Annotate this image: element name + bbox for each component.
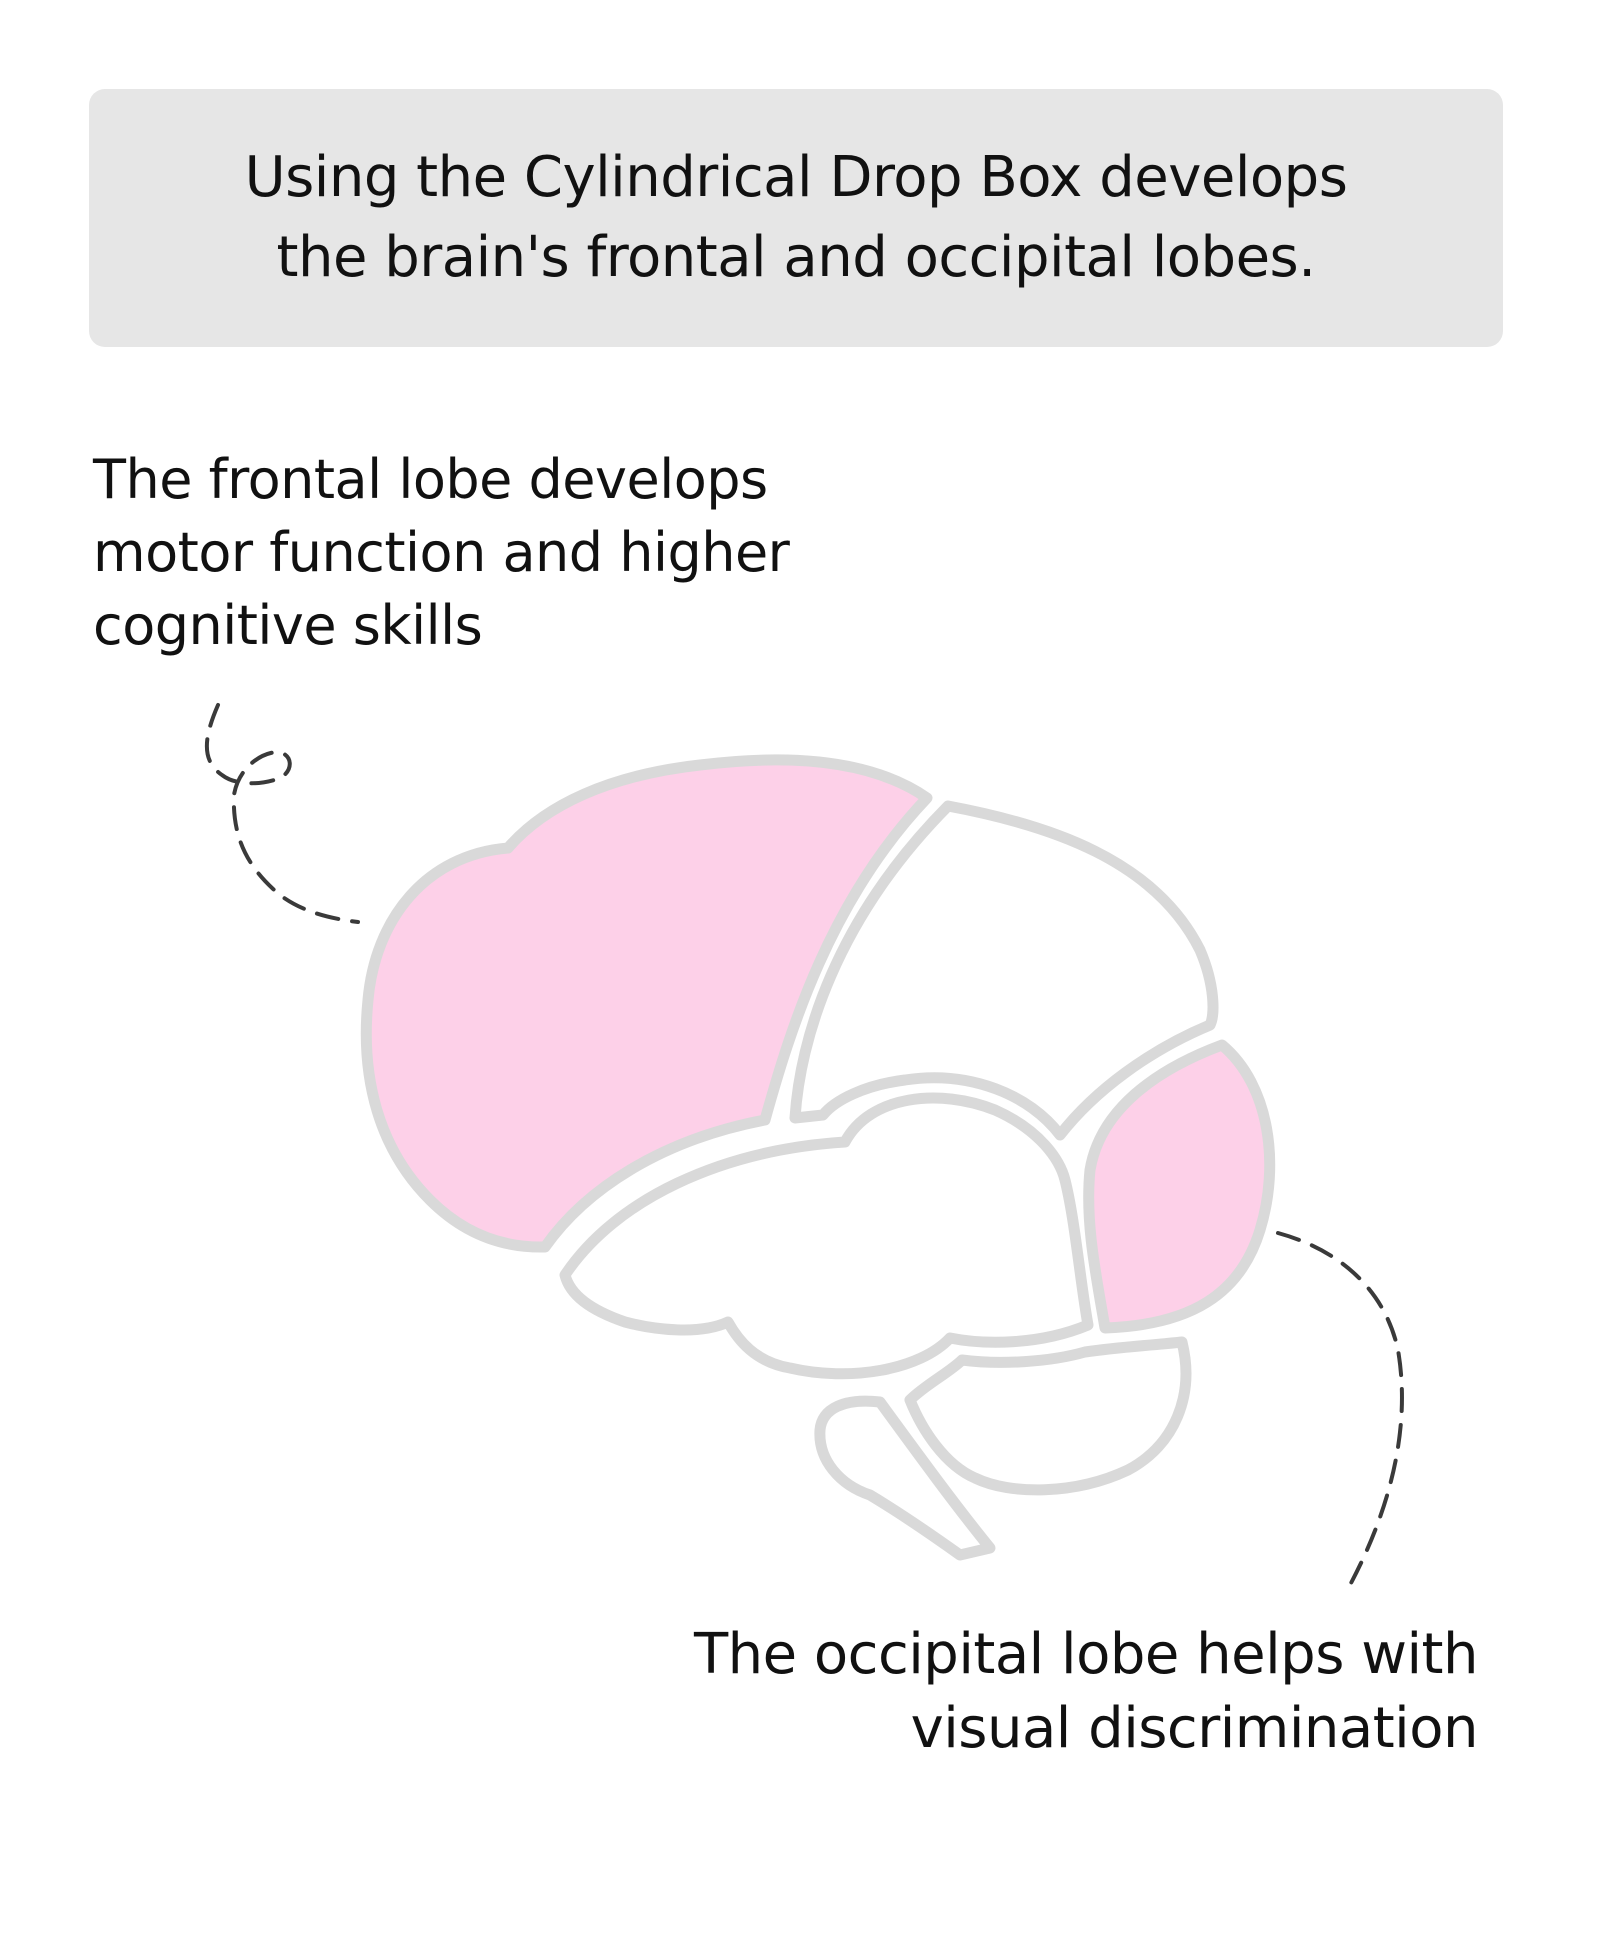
occipital-callout-line-2: visual discrimination [910, 1696, 1479, 1761]
cerebellum [904, 1336, 1192, 1496]
occipital-connector-line [1276, 1231, 1404, 1587]
occipital-lobe [1083, 1039, 1276, 1334]
parietal-lobe [789, 800, 1219, 1141]
frontal-callout-line-1: The frontal lobe develops [93, 448, 768, 511]
header-title-line-2: the brain's frontal and occipital lobes. [276, 225, 1316, 290]
frontal-lobe-callout: The frontal lobe develops motor function… [93, 443, 790, 662]
header-banner: Using the Cylindrical Drop Box develops … [89, 89, 1503, 347]
occipital-lobe-callout: The occipital lobe helps with visual dis… [693, 1618, 1479, 1766]
occipital-callout-line-1: The occipital lobe helps with [693, 1622, 1479, 1687]
temporal-lobe [559, 1092, 1094, 1380]
frontal-connector-line [204, 703, 360, 924]
frontal-callout-line-2: motor function and higher [93, 521, 790, 584]
brain-stem [814, 1395, 996, 1561]
frontal-callout-line-3: cognitive skills [93, 594, 483, 657]
header-title-line-1: Using the Cylindrical Drop Box develops [244, 145, 1348, 210]
frontal-lobe [360, 754, 933, 1253]
header-title: Using the Cylindrical Drop Box develops … [245, 138, 1348, 298]
